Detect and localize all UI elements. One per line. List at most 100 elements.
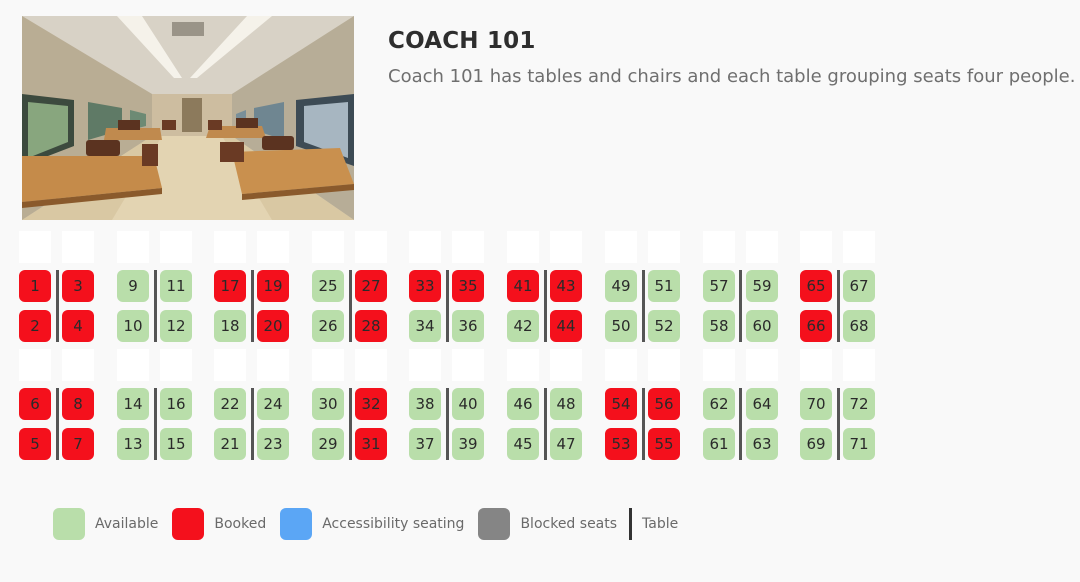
seat-21[interactable]: 21 [214,428,246,460]
seat-32[interactable]: 32 [355,388,387,420]
seat-34[interactable]: 34 [409,310,441,342]
seat-3[interactable]: 3 [62,270,94,302]
seat-placeholder [507,231,539,263]
seat-50[interactable]: 50 [605,310,637,342]
legend-label: Booked [214,516,267,532]
seat-13[interactable]: 13 [117,428,149,460]
table-divider [837,388,840,460]
table-divider [739,388,742,460]
seat-placeholder [19,231,51,263]
legend-label: Table [642,516,679,532]
seat-placeholder [746,349,778,381]
seat-47[interactable]: 47 [550,428,582,460]
seat-42[interactable]: 42 [507,310,539,342]
seat-64[interactable]: 64 [746,388,778,420]
seat-41[interactable]: 41 [507,270,539,302]
seat-39[interactable]: 39 [452,428,484,460]
seat-71[interactable]: 71 [843,428,875,460]
seat-53[interactable]: 53 [605,428,637,460]
seat-7[interactable]: 7 [62,428,94,460]
legend-swatch-available [53,508,85,540]
seat-9[interactable]: 9 [117,270,149,302]
seat-31[interactable]: 31 [355,428,387,460]
seat-70[interactable]: 70 [800,388,832,420]
seat-placeholder [452,231,484,263]
seat-placeholder [703,231,735,263]
legend-swatch-booked [172,508,205,540]
seat-placeholder [800,231,832,263]
legend-swatch-blocked [478,508,511,540]
seat-placeholder [117,231,149,263]
seat-25[interactable]: 25 [312,270,344,302]
seat-44[interactable]: 44 [550,310,582,342]
seat-45[interactable]: 45 [507,428,539,460]
seat-65[interactable]: 65 [800,270,832,302]
seat-36[interactable]: 36 [452,310,484,342]
seat-5[interactable]: 5 [19,428,51,460]
seat-4[interactable]: 4 [62,310,94,342]
seat-placeholder [605,349,637,381]
seat-6[interactable]: 6 [19,388,51,420]
seat-51[interactable]: 51 [648,270,680,302]
seat-18[interactable]: 18 [214,310,246,342]
seat-56[interactable]: 56 [648,388,680,420]
seat-placeholder [160,231,192,263]
seat-placeholder [355,231,387,263]
seat-59[interactable]: 59 [746,270,778,302]
table-divider [642,270,645,342]
seat-17[interactable]: 17 [214,270,246,302]
seat-61[interactable]: 61 [703,428,735,460]
seat-12[interactable]: 12 [160,310,192,342]
table-divider [56,270,59,342]
seat-26[interactable]: 26 [312,310,344,342]
seat-40[interactable]: 40 [452,388,484,420]
seat-19[interactable]: 19 [257,270,289,302]
seat-29[interactable]: 29 [312,428,344,460]
seat-60[interactable]: 60 [746,310,778,342]
seat-68[interactable]: 68 [843,310,875,342]
seat-69[interactable]: 69 [800,428,832,460]
legend-item-blocked: Blocked seats [478,508,617,540]
seat-57[interactable]: 57 [703,270,735,302]
seat-10[interactable]: 10 [117,310,149,342]
seat-11[interactable]: 11 [160,270,192,302]
seat-placeholder [648,349,680,381]
seat-placeholder [507,349,539,381]
seat-15[interactable]: 15 [160,428,192,460]
seat-35[interactable]: 35 [452,270,484,302]
seat-placeholder [117,349,149,381]
seat-62[interactable]: 62 [703,388,735,420]
seat-16[interactable]: 16 [160,388,192,420]
table-divider [349,270,352,342]
seat-20[interactable]: 20 [257,310,289,342]
seat-1[interactable]: 1 [19,270,51,302]
seat-28[interactable]: 28 [355,310,387,342]
table-divider [56,388,59,460]
seat-33[interactable]: 33 [409,270,441,302]
seat-66[interactable]: 66 [800,310,832,342]
seat-55[interactable]: 55 [648,428,680,460]
seat-52[interactable]: 52 [648,310,680,342]
seat-48[interactable]: 48 [550,388,582,420]
seat-43[interactable]: 43 [550,270,582,302]
seat-63[interactable]: 63 [746,428,778,460]
seat-23[interactable]: 23 [257,428,289,460]
seat-2[interactable]: 2 [19,310,51,342]
seat-24[interactable]: 24 [257,388,289,420]
seat-46[interactable]: 46 [507,388,539,420]
seat-67[interactable]: 67 [843,270,875,302]
legend-swatch-accessibility [280,508,313,540]
seat-14[interactable]: 14 [117,388,149,420]
legend-table-marker [629,508,633,540]
seat-37[interactable]: 37 [409,428,441,460]
seat-27[interactable]: 27 [355,270,387,302]
seat-54[interactable]: 54 [605,388,637,420]
seat-38[interactable]: 38 [409,388,441,420]
seat-30[interactable]: 30 [312,388,344,420]
seat-8[interactable]: 8 [62,388,94,420]
seat-72[interactable]: 72 [843,388,875,420]
seat-49[interactable]: 49 [605,270,637,302]
seat-58[interactable]: 58 [703,310,735,342]
seat-22[interactable]: 22 [214,388,246,420]
